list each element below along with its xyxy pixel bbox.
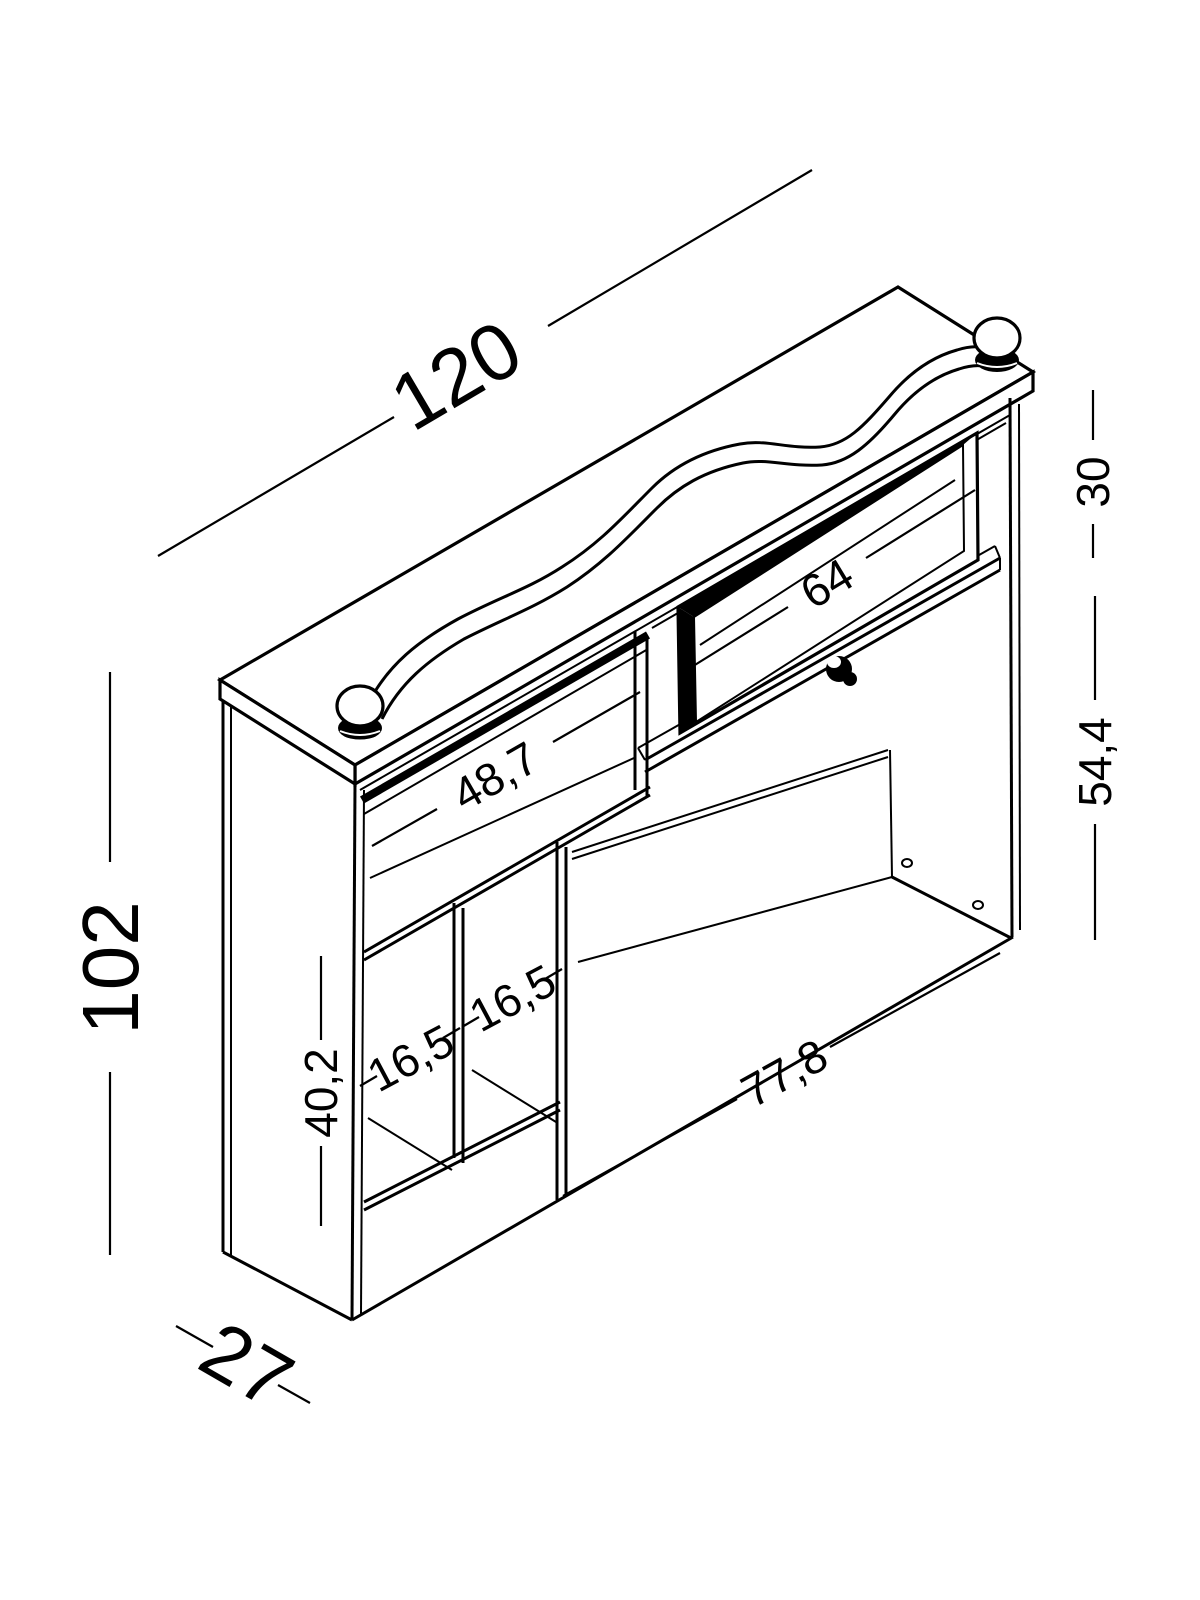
dimension-height-54-4: 54,4: [1069, 596, 1121, 940]
dimension-label-30: 30: [1067, 456, 1119, 507]
door-knob-highlight: [827, 656, 841, 668]
door-inner-frame: [692, 443, 966, 724]
mid-shelf-bottom-edge: [363, 793, 651, 962]
left-finial-rib: [339, 730, 381, 736]
top-board: [216, 285, 1037, 787]
pediment-rail-outer-curve: [366, 345, 987, 705]
left-cubby-floor-depth-line: [367, 1117, 453, 1171]
dimension-label-27: 27: [186, 1304, 308, 1426]
shelf-pin-hole: [901, 858, 913, 868]
under-door-shelf-right-end: [994, 545, 1001, 559]
door-frame-top-bar: [678, 433, 977, 617]
dimension-label-102: 102: [66, 901, 155, 1034]
front-left-edge: [350, 783, 357, 1321]
dimension-width-16-5-right: 16,5: [461, 954, 564, 1042]
left-finial-cap: [335, 684, 385, 728]
top-rail-shadow-band: [360, 631, 650, 804]
glass-reflection-line: [699, 479, 956, 646]
right-finial-rib: [976, 362, 1018, 368]
back-panel-rail-line2: [571, 756, 889, 860]
door-outer-frame: [676, 430, 980, 736]
bottom-left-edge: [222, 1250, 353, 1322]
dimension-label-16-5-right: 16,5: [461, 954, 564, 1042]
cabinet-structure: [216, 285, 1037, 1322]
pediment-rail: [366, 345, 989, 720]
shelf-pin-hole: [972, 900, 984, 910]
dimension-label-77-8: 77,8: [732, 1029, 836, 1118]
right-finial-knob: [972, 316, 1022, 372]
right-finial-cap: [972, 316, 1022, 360]
back-panel-rail-line: [571, 749, 889, 853]
dimension-height-102: 102: [66, 672, 155, 1255]
under-door-shelf-left-end: [637, 747, 646, 761]
glass-door: [676, 430, 980, 736]
left-compartment-back-line: [369, 757, 635, 879]
front-right-edge-inner: [1018, 403, 1021, 931]
dimension-label-16-5-left: 16,5: [359, 1014, 462, 1102]
pediment-rail-inner-curve: [380, 364, 989, 720]
dimension-height-30: 30: [1067, 390, 1119, 558]
dimension-label-54-4: 54,4: [1069, 717, 1121, 807]
under-door-shelf-front-top-edge: [644, 556, 1001, 762]
door-knob-shadow: [843, 672, 857, 686]
dimension-depth-27: 27: [175, 1304, 311, 1426]
back-right-corner-line: [889, 749, 893, 878]
front-right-edge: [1008, 397, 1014, 938]
front-left-edge-inner: [360, 789, 365, 1315]
bottom-right-depth-edge: [891, 875, 1012, 940]
under-door-shelf-front-bottom-edge: [644, 568, 1001, 774]
interior: [363, 631, 1012, 1212]
top-rail-lower-line: [363, 648, 649, 815]
dimension-label-120: 120: [376, 303, 536, 447]
left-finial-rib: [341, 736, 379, 742]
dimension-width-16-5-left: 16,5: [359, 1014, 462, 1102]
back-bottom-junction-line: [577, 876, 893, 963]
door-frame-left-bar: [678, 607, 696, 733]
dimension-height-40-2: 40,2: [295, 956, 347, 1226]
mid-shelf-top-edge: [363, 785, 651, 954]
dimension-label-40-2: 40,2: [295, 1048, 347, 1138]
dimension-width-77-8: 77,8: [562, 952, 1001, 1197]
right-cubby-floor-depth-line: [471, 1069, 557, 1123]
left-finial-knob: [335, 684, 385, 742]
